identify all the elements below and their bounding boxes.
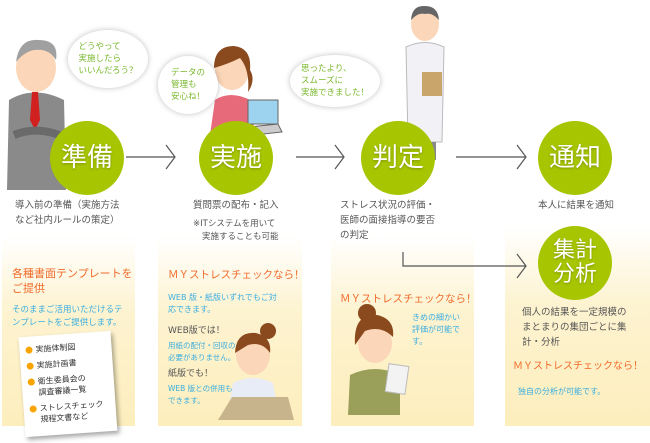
mystress-title-2: ＭＹストレスチェックなら！ bbox=[168, 269, 305, 281]
bubble-line: いいんだろう？ bbox=[78, 66, 138, 76]
text-line: 評価が可能で bbox=[412, 325, 460, 334]
bubble-line: 実施できました！ bbox=[300, 88, 369, 98]
step-notification: 通知 bbox=[538, 121, 612, 195]
arrow-1 bbox=[126, 144, 176, 170]
speech-bubble-3: 思ったより、スムーズに実施できました！ bbox=[290, 55, 380, 107]
item-line: 規程文書など bbox=[40, 411, 89, 425]
paper-title: 紙版でも！ bbox=[168, 369, 214, 379]
text-line: ンプレートをご提供します。 bbox=[12, 318, 122, 328]
step-preparation: 準備 bbox=[50, 121, 124, 195]
arrow-2 bbox=[296, 144, 345, 170]
woman-writing-illustration bbox=[218, 323, 294, 420]
note-line: ※ITシステムを用いて bbox=[193, 219, 276, 229]
template-item: 実施計画書 bbox=[26, 355, 107, 372]
text-line: そのままご活用いただけるテ bbox=[12, 305, 123, 315]
step-implementation: 実施 bbox=[199, 121, 273, 195]
step-label: 集計 bbox=[552, 237, 597, 263]
step-label: 準備 bbox=[60, 142, 113, 173]
analysis-caption: 個人の結果を一定規模のまとまりの集団ごとに集計・分析 bbox=[522, 305, 627, 350]
mystress-text-2: WEB 版・紙版いずれでもご対応できます。 bbox=[168, 292, 277, 316]
title-line: 各種書面テンプレートを bbox=[12, 267, 133, 280]
step-label: 分析 bbox=[552, 262, 597, 287]
implementation-note: ※ITシステムを用いて実施することも可能 bbox=[193, 218, 279, 244]
step-analysis: 集計分析 bbox=[538, 226, 612, 300]
caption-line: など社内ルールの策定） bbox=[15, 215, 120, 226]
template-item: ストレスチェック規程文書など bbox=[29, 398, 110, 426]
bubble-line: 安心ね！ bbox=[170, 92, 205, 102]
caption-line: 導入前の準備（実施方法 bbox=[15, 200, 120, 211]
caption-line: 医師の面接指導の要否 bbox=[340, 215, 436, 226]
template-item: 衛生委員会の調査審議一覧 bbox=[27, 371, 108, 399]
bubble-line: 管理も bbox=[170, 80, 197, 90]
implementation-box bbox=[158, 236, 302, 426]
item-line: 調査審議一覧 bbox=[38, 384, 87, 398]
mystress-text-3: きめの細かい評価が可能です。 bbox=[412, 312, 460, 348]
caption-line: 個人の結果を一定規模の bbox=[522, 307, 627, 318]
text-line: す。 bbox=[412, 337, 428, 346]
caption-line: 質問票の配布・記入 bbox=[193, 200, 279, 211]
note-line: 実施することも可能 bbox=[202, 232, 279, 242]
arrow-4 bbox=[402, 252, 527, 279]
template-title: 各種書面テンプレートをご提供 bbox=[12, 266, 133, 296]
step-label: 判定 bbox=[371, 142, 424, 173]
judgement-caption: ストレス状況の評価・医師の面接指導の要否の判定 bbox=[340, 198, 435, 243]
text-line: WEB 版・紙版いずれでもご対 bbox=[168, 293, 277, 302]
preparation-caption: 導入前の準備（実施方法など社内ルールの策定） bbox=[15, 198, 120, 228]
template-item: 実施体制図 bbox=[25, 339, 106, 356]
woman-document-illustration bbox=[348, 304, 410, 415]
text-line: 必要がありません。 bbox=[168, 353, 236, 362]
implementation-caption: 質問票の配布・記入 bbox=[193, 198, 279, 213]
step-judgement: 判定 bbox=[361, 121, 435, 195]
caption-line: 本人に結果を通知 bbox=[538, 200, 615, 211]
woman-laptop-illustration bbox=[210, 46, 283, 137]
bubble-line: データの bbox=[170, 68, 205, 78]
caption-line: の判定 bbox=[340, 230, 369, 241]
notification-caption: 本人に結果を通知 bbox=[538, 198, 614, 213]
paper-text: WEB 版との併用もできます。 bbox=[168, 383, 233, 407]
text-line: できます。 bbox=[168, 396, 205, 405]
mystress-title-3: ＭＹストレスチェックなら！ bbox=[340, 293, 477, 305]
title-line: ご提供 bbox=[12, 282, 45, 295]
arrow-3 bbox=[456, 144, 527, 170]
bubble-line: スムーズに bbox=[300, 76, 344, 86]
item-line: ストレスチェック bbox=[39, 399, 104, 414]
bubble-line: どうやって bbox=[78, 42, 121, 52]
template-text: そのままご活用いただけるテンプレートをご提供します。 bbox=[12, 304, 123, 330]
bubble-line: 実施したら bbox=[78, 54, 122, 64]
caption-line: ストレス状況の評価・ bbox=[340, 200, 436, 211]
template-list-card: 実施体制図 実施計画書 衛生委員会の調査審議一覧 ストレスチェック規程文書など bbox=[18, 330, 118, 438]
step-label: 実施 bbox=[209, 142, 262, 173]
web-title: WEB版では！ bbox=[168, 326, 225, 336]
mystress-title-4: ＭＹストレスチェックなら！ bbox=[513, 361, 643, 372]
speech-bubble-2: データの管理も安心ね！ bbox=[158, 56, 218, 114]
text-line: 用紙の配付・回収の bbox=[168, 341, 236, 350]
text-line: WEB 版との併用も bbox=[168, 384, 233, 393]
step-label: 通知 bbox=[548, 142, 601, 173]
mystress-text-4: 独自の分析が可能です。 bbox=[518, 387, 606, 396]
text-line: 応できます。 bbox=[168, 305, 216, 314]
web-text: 用紙の配付・回収の必要がありません。 bbox=[168, 340, 236, 364]
caption-line: 計・分析 bbox=[522, 337, 561, 348]
caption-line: まとまりの集団ごとに集 bbox=[522, 322, 627, 333]
bubble-line: 思ったより、 bbox=[300, 64, 352, 74]
text-line: きめの細かい bbox=[412, 313, 460, 322]
speech-bubble-1: どうやって実施したらいいんだろう？ bbox=[68, 30, 148, 88]
